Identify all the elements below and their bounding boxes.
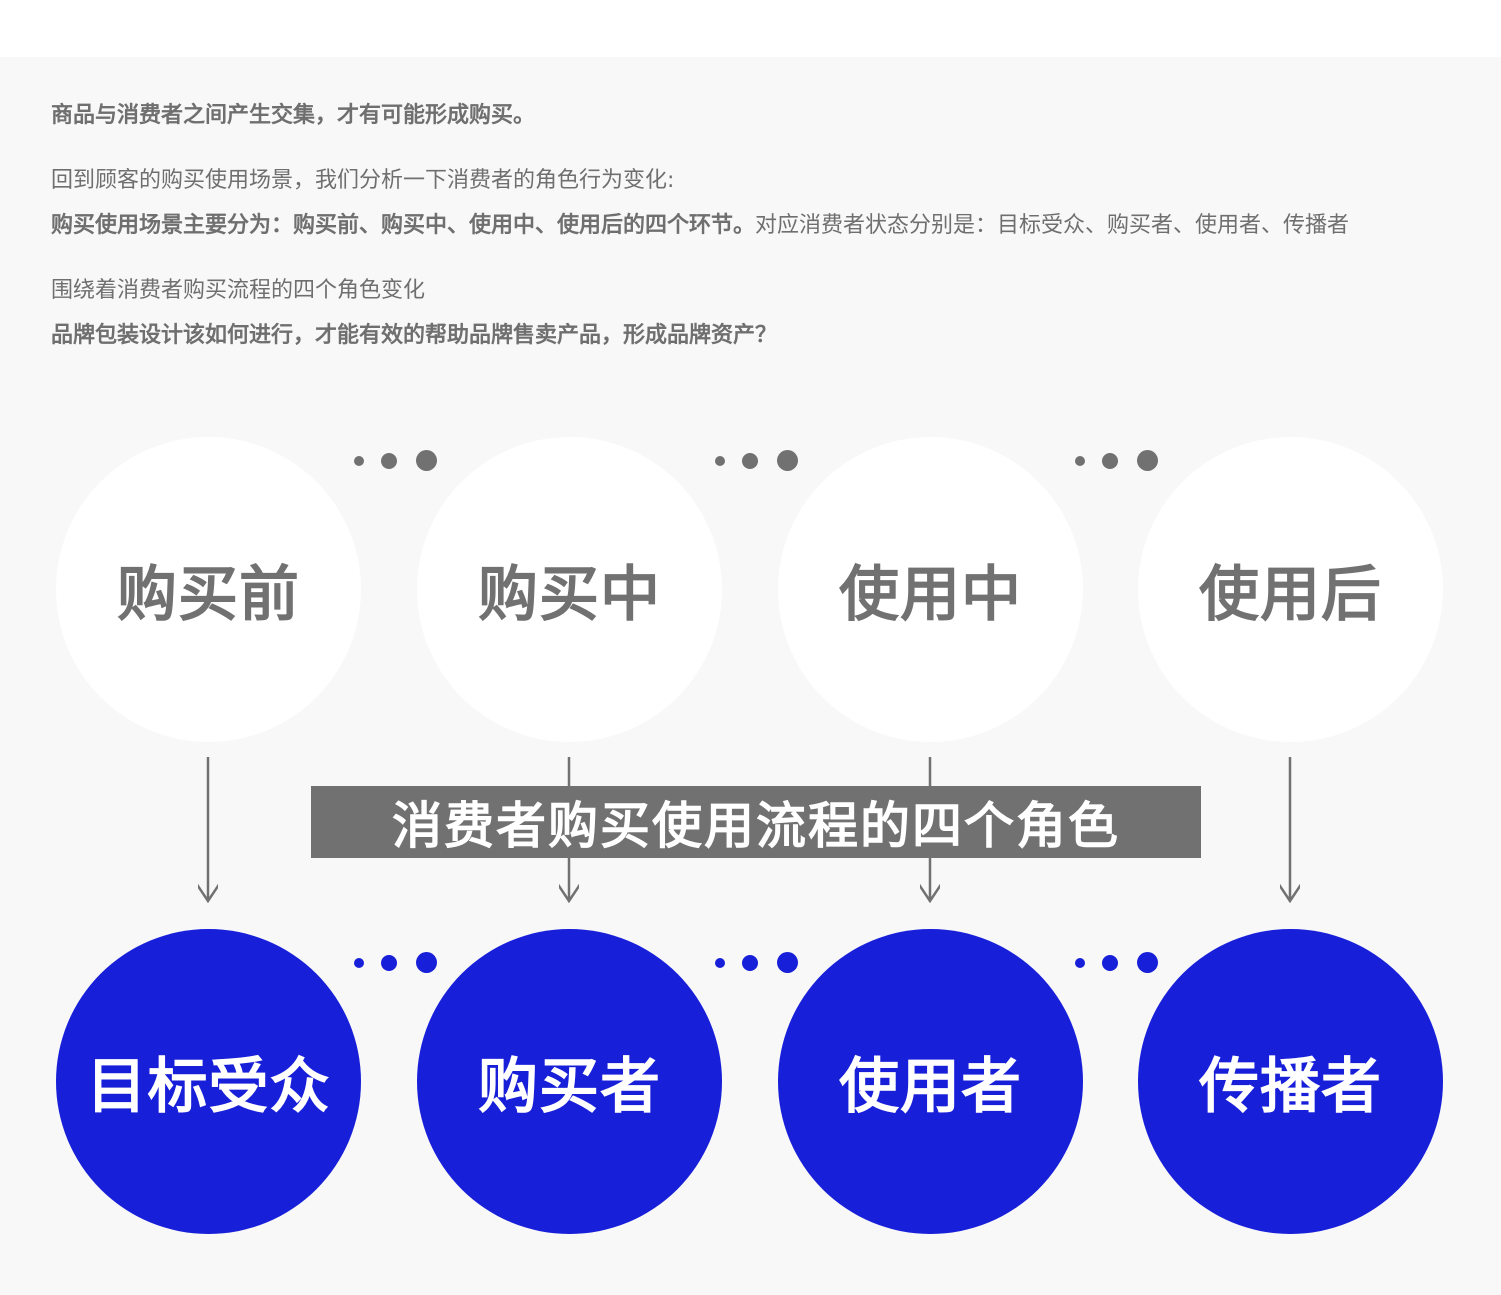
dot-small: [715, 456, 725, 466]
dot-large: [1137, 450, 1158, 471]
dot-large: [777, 952, 798, 973]
dot-medium: [1102, 453, 1118, 469]
role-circle-user: 使用者: [778, 929, 1083, 1234]
dot-large: [416, 450, 437, 471]
dot-medium: [1102, 955, 1118, 971]
banner-title: 消费者购买使用流程的四个角色: [392, 797, 1120, 855]
stage-label: 使用后: [1199, 560, 1382, 630]
role-circle-buyer: 购买者: [417, 929, 722, 1234]
dot-large: [1137, 952, 1158, 973]
dot-small: [715, 958, 725, 968]
intro-roles-line: 围绕着消费者购买流程的四个角色变化: [51, 278, 426, 303]
dot-large: [777, 450, 798, 471]
intro-stages-bold: 购买使用场景主要分为：购买前、购买中、使用中、使用后的四个环节。: [51, 213, 756, 238]
stage-circle-during-purchase: 购买中: [417, 437, 722, 742]
role-circle-target-audience: 目标受众: [56, 929, 361, 1234]
intro-analysis-line: 回到顾客的购买使用场景，我们分析一下消费者的角色行为变化:: [51, 168, 675, 193]
stage-circle-before-purchase: 购买前: [56, 437, 361, 742]
stage-circle-after-use: 使用后: [1138, 437, 1443, 742]
dot-small: [354, 958, 364, 968]
role-circle-spreader: 传播者: [1138, 929, 1443, 1234]
role-label: 目标受众: [86, 1052, 331, 1122]
role-label: 使用者: [839, 1052, 1022, 1122]
stage-label: 购买中: [478, 560, 661, 630]
stage-label: 购买前: [117, 560, 300, 630]
role-label: 传播者: [1199, 1052, 1382, 1122]
stage-circle-during-use: 使用中: [778, 437, 1083, 742]
role-label: 购买者: [478, 1052, 661, 1122]
arrow-down-icon: [1280, 757, 1300, 903]
dot-small: [1075, 958, 1085, 968]
arrow-down-icon: [198, 757, 218, 903]
dot-medium: [381, 955, 397, 971]
section-banner: 消费者购买使用流程的四个角色: [311, 786, 1201, 858]
dot-large: [416, 952, 437, 973]
dot-medium: [381, 453, 397, 469]
top-white-band: [0, 0, 1501, 57]
dot-small: [1075, 456, 1085, 466]
stage-label: 使用中: [839, 560, 1022, 630]
dot-medium: [742, 955, 758, 971]
intro-question-line: 品牌包装设计该如何进行，才能有效的帮助品牌售卖产品，形成品牌资产？: [51, 323, 778, 348]
dot-small: [354, 456, 364, 466]
dot-medium: [742, 453, 758, 469]
intro-headline: 商品与消费者之间产生交集，才有可能形成购买。: [51, 103, 536, 128]
intro-states-normal: 对应消费者状态分别是：目标受众、购买者、使用者、传播者: [755, 213, 1350, 238]
intro-stages-line: 购买使用场景主要分为：购买前、购买中、使用中、使用后的四个环节。对应消费者状态分…: [51, 211, 1349, 241]
